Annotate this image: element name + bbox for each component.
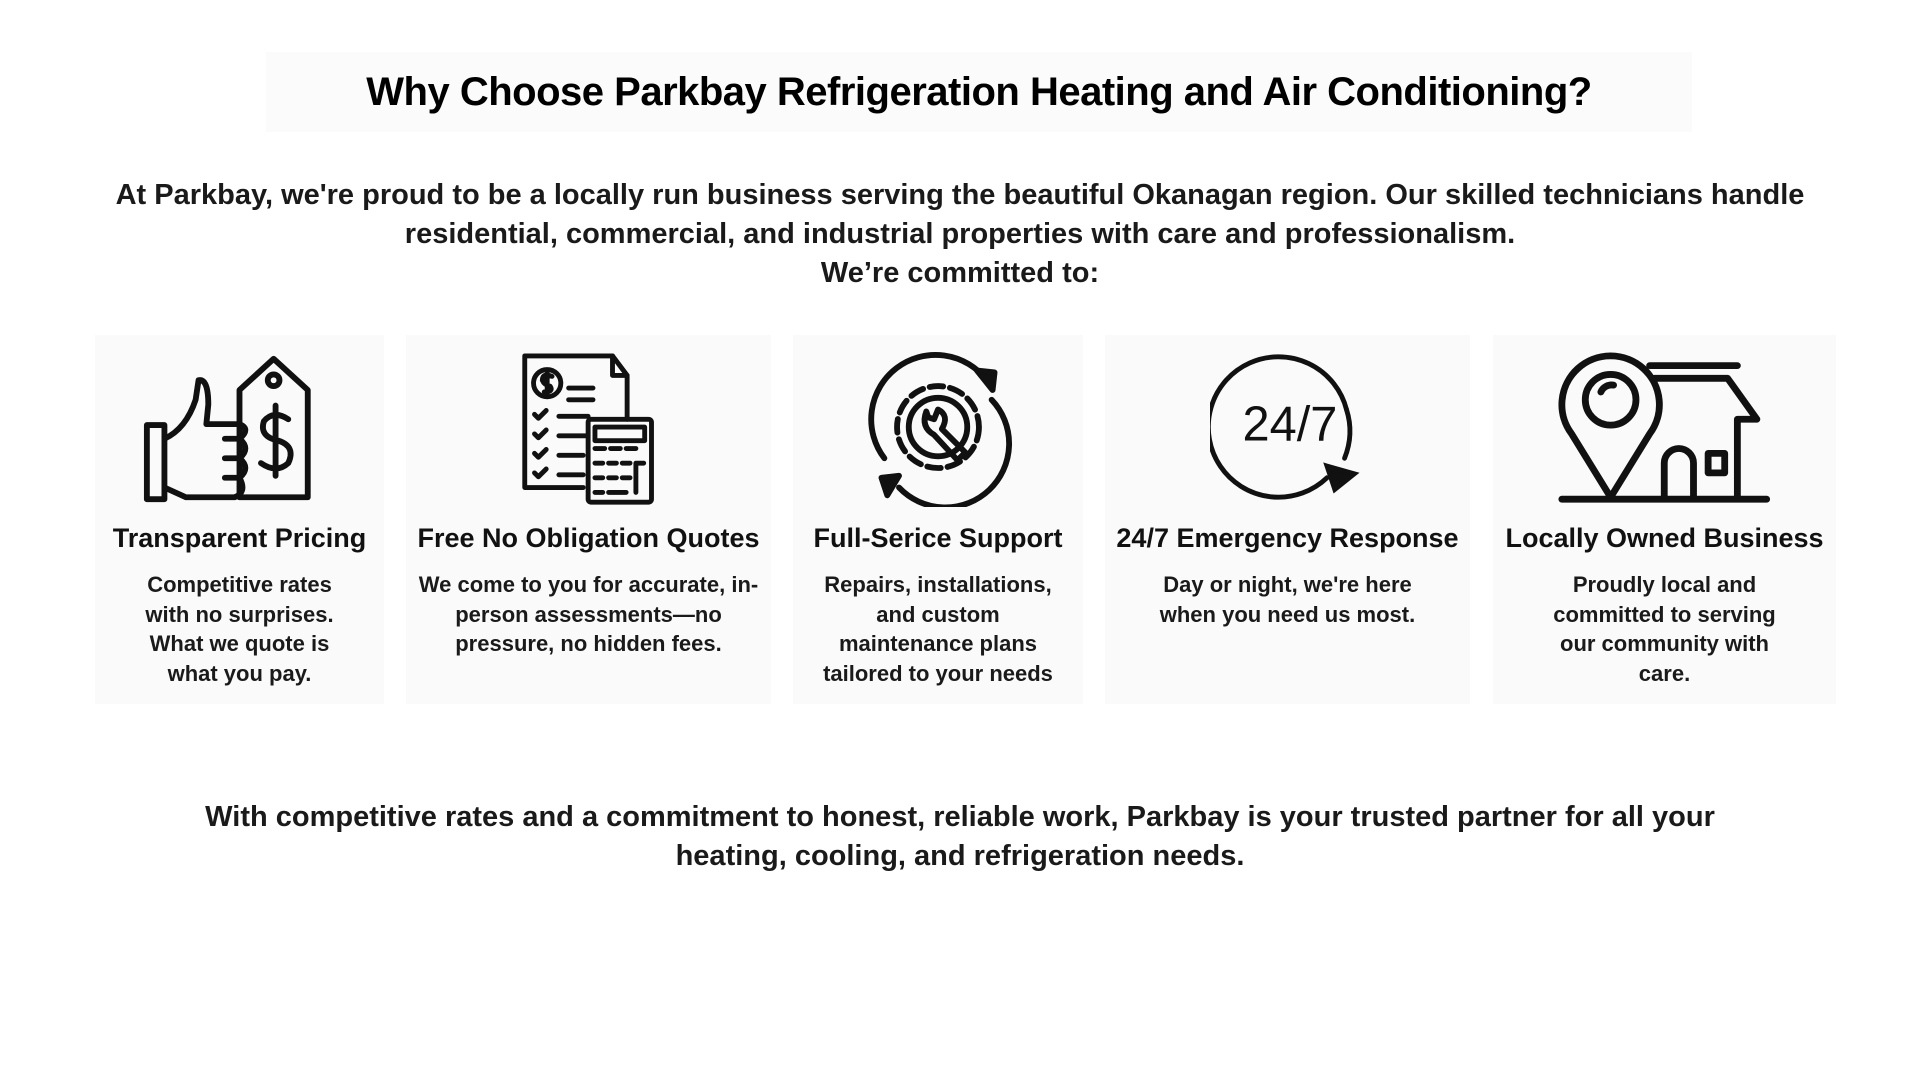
24-7-clock-icon: 24/7 [1105,349,1470,509]
feature-title: Transparent Pricing [112,523,367,553]
invoice-calculator-icon [406,349,771,509]
page-title: Why Choose Parkbay Refrigeration Heating… [266,52,1692,132]
feature-description: We come to you for accurate, in-person a… [418,572,759,656]
closing-paragraph: With competitive rates and a commitment … [205,801,1715,872]
intro-line: We’re committed to: [820,257,1100,289]
feature-card-transparent-pricing: Transparent Pricing Competitive rates wi… [95,335,384,704]
feature-description: Day or night, we're here when you need u… [1159,572,1416,627]
intro-line: residential, commercial, and industrial … [404,218,1516,250]
intro-line: At Parkbay, we're proud to be a locally … [115,179,1805,211]
svg-text:24/7: 24/7 [1242,398,1337,452]
feature-title: Locally Owned Business [1505,523,1824,553]
thumbs-up-price-tag-icon [95,349,384,509]
feature-title: Full-Serice Support [813,523,1063,553]
feature-card-free-quotes: Free No Obligation Quotes We come to you… [406,335,771,704]
feature-description: Repairs, installations, and custom maint… [823,572,1053,686]
feature-title: Free No Obligation Quotes [417,523,760,553]
location-house-icon [1493,349,1836,509]
feature-description: Competitive rates with no surprises. Wha… [145,572,334,686]
feature-card-locally-owned: Locally Owned Business Proudly local and… [1493,335,1836,704]
feature-card-emergency-response: 24/7 24/7 Emergency Response Day or nigh… [1105,335,1470,704]
feature-title: 24/7 Emergency Response [1116,523,1459,553]
feature-card-full-service: Full-Serice Support Repairs, installatio… [793,335,1083,704]
feature-description: Proudly local and committed to serving o… [1553,572,1776,686]
gear-wrench-icon [793,349,1083,509]
intro-paragraph: At Parkbay, we're proud to be a locally … [50,176,1870,293]
